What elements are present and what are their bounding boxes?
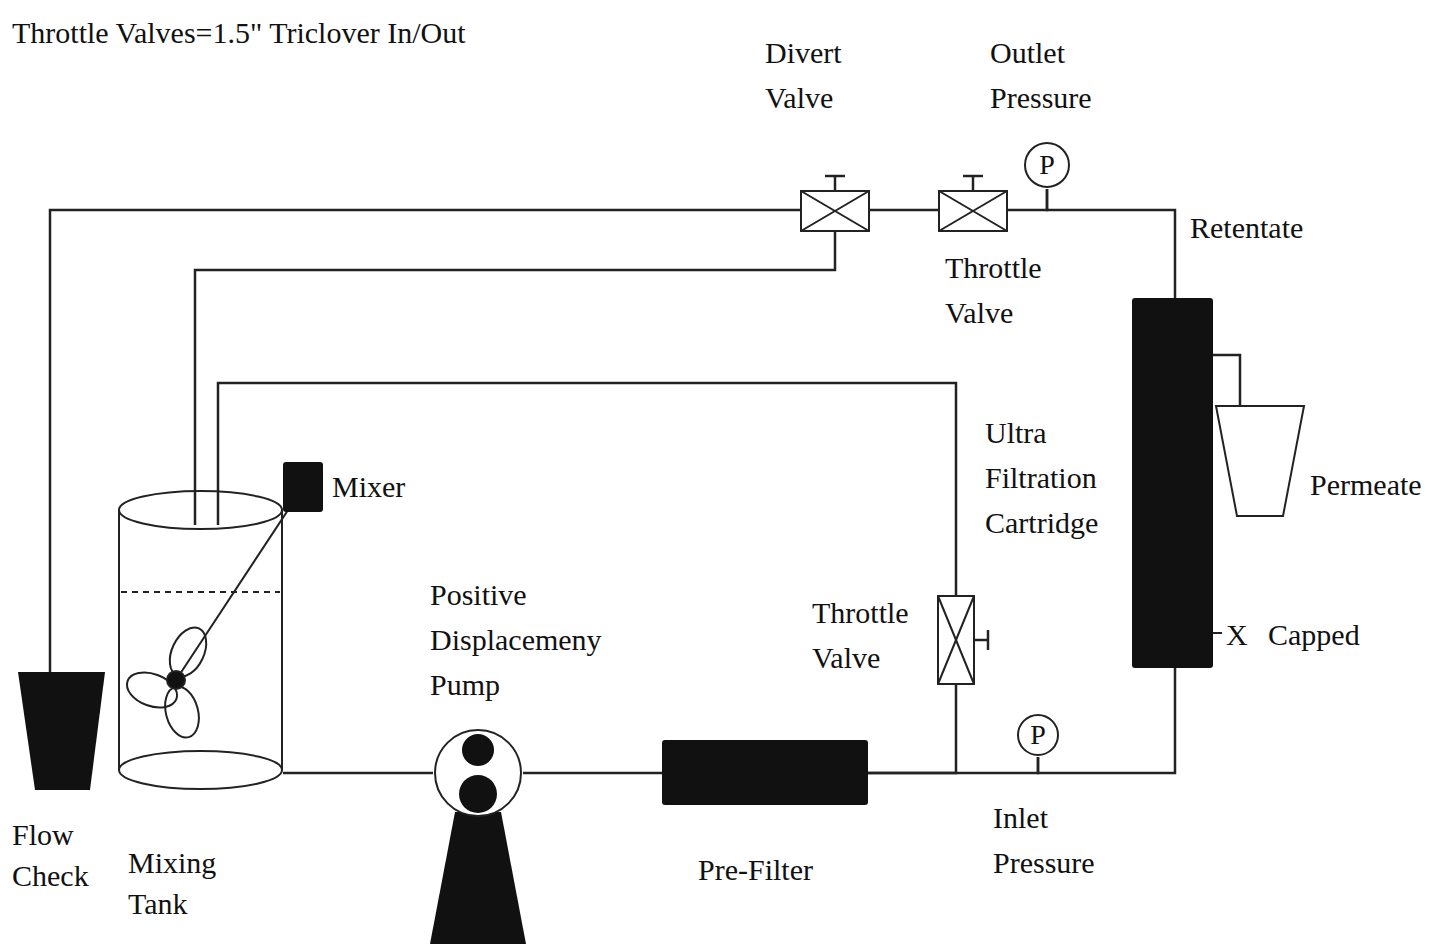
divert-valve-shape [800, 190, 870, 232]
permeate-bucket: Permeate [1215, 405, 1305, 517]
pipe-line [1038, 668, 1175, 773]
pump-base [430, 812, 526, 944]
pipe-line [218, 383, 956, 595]
flow-check-cup-shape [18, 672, 105, 790]
divert-valve: Divert Valve [800, 190, 870, 232]
component-label: Flow Check [12, 815, 112, 896]
mixer-motor: Mixer [283, 462, 323, 512]
throttle-valve-shape [938, 190, 1008, 232]
stream-label: Retentate [1190, 205, 1303, 250]
component-label: Pre-Filter [698, 847, 858, 892]
flow-check-cup: Flow Check [18, 672, 105, 790]
pipe-line [1047, 189, 1175, 298]
pipe-line [195, 232, 835, 525]
pipe-line [870, 209, 938, 212]
capped-leader [1213, 632, 1222, 634]
impeller [122, 504, 292, 741]
mixing-tank: Mixing Tank [118, 490, 283, 790]
uf-cartridge: Ultra Filtration Cartridge [1132, 298, 1213, 668]
note-text: Throttle Valves=1.5" Triclover In/Out [12, 10, 466, 55]
component-label: Throttle Valve [945, 245, 1065, 335]
component-label: Mixer [332, 464, 432, 509]
pre-filter: Pre-Filter [662, 740, 868, 805]
valve-handles [825, 176, 988, 650]
mixer-motor-shape [283, 462, 323, 512]
pump-shape [433, 728, 523, 818]
component-label: Divert Valve [765, 30, 885, 120]
component-label: Mixing Tank [128, 843, 248, 924]
permeate-bucket-shape [1215, 405, 1305, 517]
gauge-letter: P [1016, 713, 1060, 757]
pipe-line [868, 685, 956, 773]
component-label: Permeate [1310, 462, 1435, 507]
throttle-valve: Throttle Valve [937, 595, 975, 685]
component-label: Inlet Pressure [993, 795, 1128, 885]
pipe-line [868, 757, 1038, 773]
pressure-gauge: Inlet PressureP [1016, 713, 1060, 757]
pipe-line [1008, 189, 1047, 210]
throttle-valve: Throttle Valve [938, 190, 1008, 232]
component-label: Ultra Filtration Cartridge [985, 410, 1127, 545]
component-label: Throttle Valve [812, 590, 932, 680]
component-label: Outlet Pressure [990, 30, 1125, 120]
throttle-valve-shape [937, 595, 975, 685]
component-label: Positive Displacemeny Pump [430, 572, 630, 707]
port-mark: X [1226, 612, 1248, 657]
pre-filter-shape [662, 740, 868, 805]
pipe-line [50, 210, 800, 672]
pipe-line [283, 772, 433, 775]
uf-cartridge-shape [1132, 298, 1213, 668]
mixing-tank-shape [118, 490, 283, 790]
port-label: Capped [1268, 612, 1360, 657]
pipe-line [523, 772, 662, 775]
pressure-gauge: Outlet PressureP [1023, 141, 1071, 189]
gauge-letter: P [1023, 141, 1071, 189]
pump: Positive Displacemeny Pump [433, 728, 523, 818]
